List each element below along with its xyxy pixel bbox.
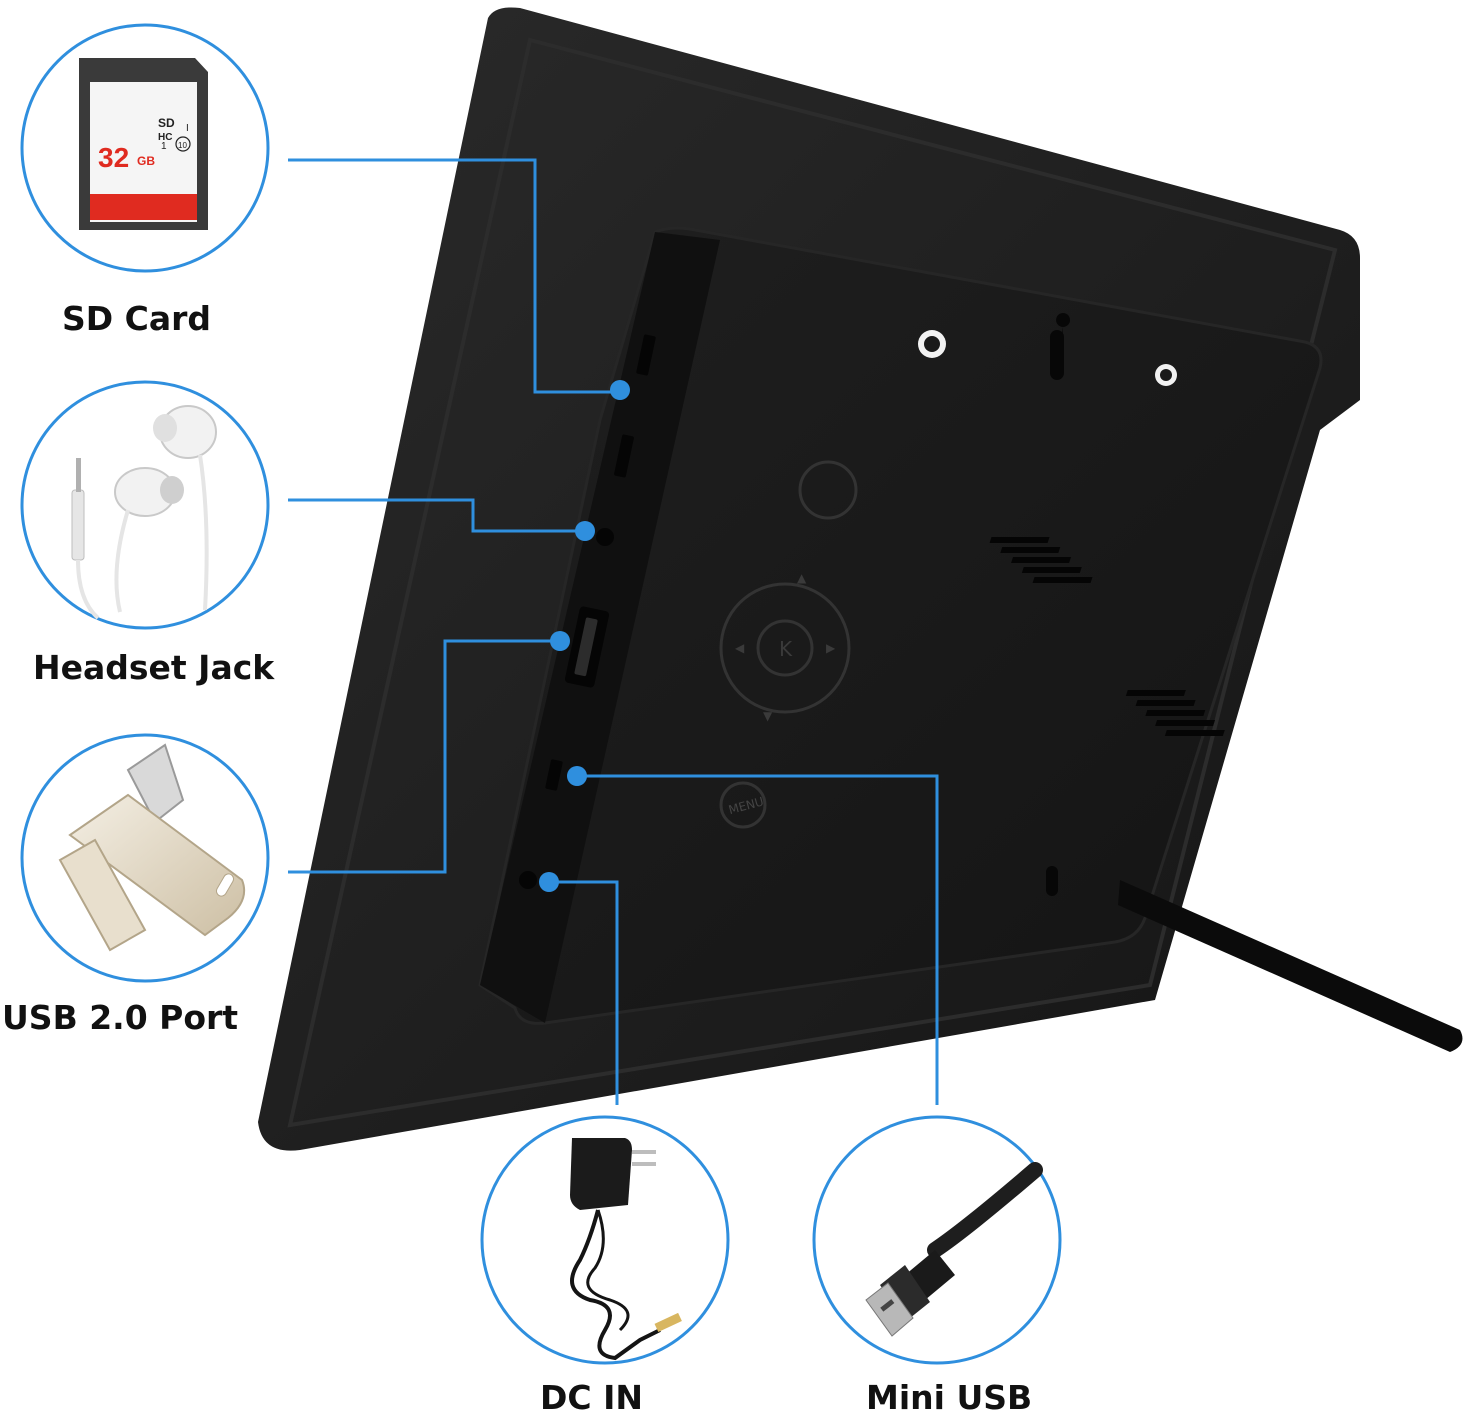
sd-card-dot — [610, 380, 630, 400]
dpad-left-icon: ◀ — [735, 641, 745, 655]
svg-text:32: 32 — [98, 142, 129, 173]
label-sd-card: SD Card — [62, 299, 212, 338]
label-mini-usb: Mini USB — [866, 1378, 1033, 1417]
svg-text:SD: SD — [158, 116, 175, 130]
device-bezel — [287, 37, 1338, 1128]
back-panel — [478, 226, 1323, 1025]
headset-jack-dot — [575, 521, 595, 541]
ok-icon: K — [779, 637, 793, 661]
sd-card-slot — [636, 334, 656, 376]
dpad-right-icon: ▶ — [826, 641, 836, 655]
photo-frame-device: K ▲ ▼ ◀ ▶ MENU — [258, 7, 1463, 1151]
usb-port-dot — [550, 631, 570, 651]
callout-headset-jack — [20, 380, 270, 630]
callout-sd-card: 32 GB SD HC I 1 10 — [20, 23, 270, 273]
headset-jack-line — [288, 498, 585, 533]
speaker-grille-lower — [1125, 690, 1225, 736]
dpad-up-icon: ▲ — [797, 571, 807, 585]
dc-in-line — [549, 880, 619, 1105]
power-button[interactable] — [798, 460, 858, 520]
mini-usb-port — [545, 759, 563, 791]
usb-port-line — [288, 639, 560, 874]
stand-leg — [1118, 880, 1463, 1052]
menu-button[interactable] — [719, 781, 767, 829]
mini-usb-line — [577, 774, 939, 1105]
label-usb-port: USB 2.0 Port — [2, 998, 239, 1037]
dpad-down-icon: ▼ — [763, 709, 773, 723]
speaker-grille-upper — [989, 537, 1093, 583]
callout-usb-port — [20, 733, 270, 983]
label-headset-jack: Headset Jack — [33, 648, 275, 687]
mini-usb-dot — [567, 766, 587, 786]
sd-card-line — [288, 158, 620, 394]
mini-usb-cable-icon — [865, 1162, 1043, 1337]
ok-button[interactable] — [756, 619, 814, 677]
headset-jack-port — [596, 528, 614, 546]
svg-text:1: 1 — [161, 141, 167, 152]
connector-lines — [288, 158, 939, 1105]
svg-text:10: 10 — [178, 141, 187, 150]
svg-text:GB: GB — [137, 154, 155, 168]
callout-mini-usb — [812, 1115, 1062, 1365]
dpad-ring[interactable] — [719, 582, 851, 714]
sd-card-icon: 32 GB SD HC I 1 10 — [79, 58, 208, 230]
callout-circle-dc-in — [480, 1115, 730, 1365]
sd-card-slot-2 — [614, 434, 634, 478]
svg-text:I: I — [186, 123, 189, 134]
dc-in-dot — [539, 872, 559, 892]
earphones-icon — [71, 405, 217, 620]
power-adapter-icon — [570, 1138, 682, 1361]
callout-dc-in — [480, 1115, 730, 1365]
label-dc-in: DC IN — [540, 1378, 643, 1417]
stand-slot — [1046, 866, 1058, 896]
connector-dots — [539, 380, 630, 892]
usb-drive-icon — [58, 743, 246, 952]
dc-in-port — [519, 871, 537, 889]
svg-text:HC: HC — [158, 132, 172, 143]
